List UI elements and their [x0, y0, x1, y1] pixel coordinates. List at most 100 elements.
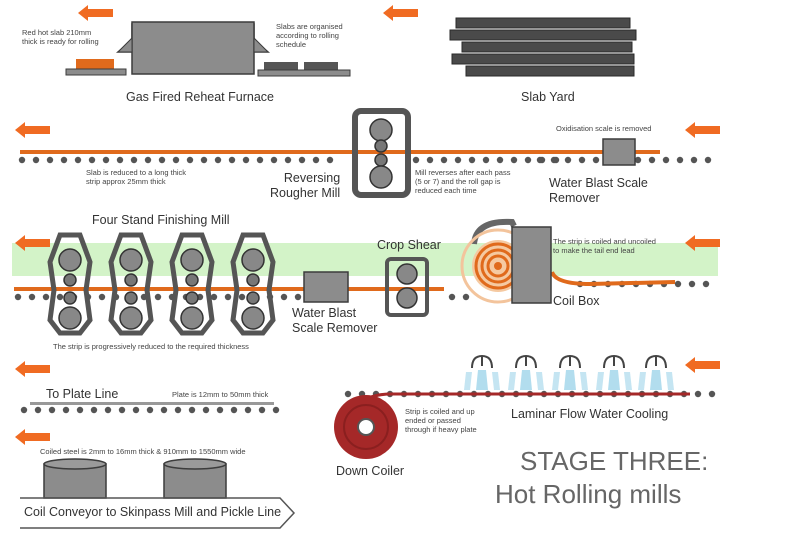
roller-icon [524, 156, 532, 164]
roller-icon [244, 406, 252, 414]
slab-table [65, 68, 127, 76]
flow-arrow-icon [383, 5, 418, 21]
flow-arrow-icon [15, 361, 50, 377]
roller-icon [704, 156, 712, 164]
roller-icon [482, 156, 490, 164]
roller-icon [132, 406, 140, 414]
roller-icon [564, 156, 572, 164]
flow-arrow-icon [15, 429, 50, 445]
roller-icon [90, 406, 98, 414]
water-blast-label-2-line: Scale Remover [292, 321, 378, 335]
roller-icon [426, 156, 434, 164]
roller-icon [46, 156, 54, 164]
water-blast-label-1: Water Blast Scale Remover [549, 176, 648, 206]
roller-icon [74, 156, 82, 164]
slabs-note: Slabs are organised according to rolling… [276, 22, 343, 49]
slabs-note-line: Slabs are organised [276, 22, 343, 31]
laminar-label: Laminar Flow Water Cooling [511, 407, 669, 421]
spray-nozzle-icon [508, 354, 544, 390]
rougher-label-line: Rougher Mill [270, 186, 341, 200]
roller-icon [702, 280, 710, 288]
hot-slab [76, 59, 114, 69]
plate-line-label: To Plate Line [46, 387, 119, 401]
steel-strip-tail [550, 271, 676, 287]
roller-icon [694, 390, 702, 398]
roller-icon [76, 406, 84, 414]
roller-icon [312, 156, 320, 164]
roller-icon [440, 156, 448, 164]
roller-icon [578, 156, 586, 164]
flow-arrow-icon [15, 122, 50, 138]
roller-icon [272, 406, 280, 414]
roller-icon [32, 156, 40, 164]
stage-title: STAGE THREE: [520, 446, 709, 476]
roller-icon [550, 156, 558, 164]
roller-icon [20, 406, 28, 414]
water-blast-label-1-line: Remover [549, 191, 600, 205]
rougher-label: Reversing Rougher Mill [270, 171, 340, 201]
roller-icon [130, 156, 138, 164]
roller-icon [242, 156, 250, 164]
spray-nozzle-icon [596, 354, 632, 390]
down-coiler [334, 395, 398, 459]
roller-icon [160, 406, 168, 414]
mill-reverses-note-line: (5 or 7) and the roll gap is [415, 177, 501, 186]
coil-conveyor-arrow [20, 497, 296, 529]
roller-icon [172, 156, 180, 164]
flow-arrow-icon [685, 357, 720, 373]
roller-icon [56, 293, 64, 301]
roller-icon [496, 156, 504, 164]
steel-coil [43, 458, 107, 499]
flow-arrow-icon [685, 235, 720, 251]
roller-icon [48, 406, 56, 414]
slab-yard-stack [449, 17, 637, 77]
roller-icon [468, 156, 476, 164]
reheat-note-line: Red hot slab 210mm [22, 28, 92, 37]
roller-icon [280, 293, 288, 301]
roller-icon [186, 156, 194, 164]
slab-yard-label: Slab Yard [521, 90, 575, 104]
steel-strip-rougher [20, 150, 660, 154]
roller-icon [238, 293, 246, 301]
roller-icon [174, 406, 182, 414]
roller-icon [98, 293, 106, 301]
roller-icon [462, 293, 470, 301]
roller-icon [688, 280, 696, 288]
roller-icon [448, 293, 456, 301]
roller-icon [326, 156, 334, 164]
progressive-note: The strip is progressively reduced to th… [53, 342, 249, 351]
roller-icon [690, 156, 698, 164]
roller-icon [28, 293, 36, 301]
finishing-stand [108, 232, 154, 336]
oxidisation-note: Oxidisation scale is removed [556, 124, 652, 133]
finishing-stand [47, 232, 93, 336]
coiled-uncoiled-note-line: to make the tail end lead [553, 246, 635, 255]
scheduled-slabs [257, 62, 351, 77]
down-coiler-label: Down Coiler [336, 464, 405, 478]
roller-icon [14, 293, 22, 301]
water-blast-scale-remover-1 [602, 138, 636, 166]
down-coiler-note-line: Strip is coiled and up [405, 407, 475, 416]
roller-icon [158, 156, 166, 164]
plate-note: Plate is 12mm to 50mm thick [172, 390, 269, 399]
steel-strip-finishing [14, 287, 444, 291]
roller-icon [214, 156, 222, 164]
finishing-stand [230, 232, 276, 336]
water-blast-label-2-line: Water Blast [292, 306, 357, 320]
roller-icon [708, 390, 716, 398]
rougher-label-line: Reversing [283, 171, 341, 185]
roller-icon [116, 156, 124, 164]
roller-icon [230, 406, 238, 414]
roller-icon [202, 406, 210, 414]
mill-reverses-note-line: reduced each time [415, 186, 477, 195]
reheat-note: Red hot slab 210mm thick is ready for ro… [22, 28, 99, 46]
down-coiler-note-line: through if heavy plate [405, 425, 477, 434]
roller-icon [60, 156, 68, 164]
roller-icon [154, 293, 162, 301]
roller-icon [200, 156, 208, 164]
roller-icon [144, 156, 152, 164]
slab-reduced-note: Slab is reduced to a long thick strip ap… [86, 168, 186, 186]
roller-icon [344, 390, 352, 398]
roller-icon [676, 156, 684, 164]
